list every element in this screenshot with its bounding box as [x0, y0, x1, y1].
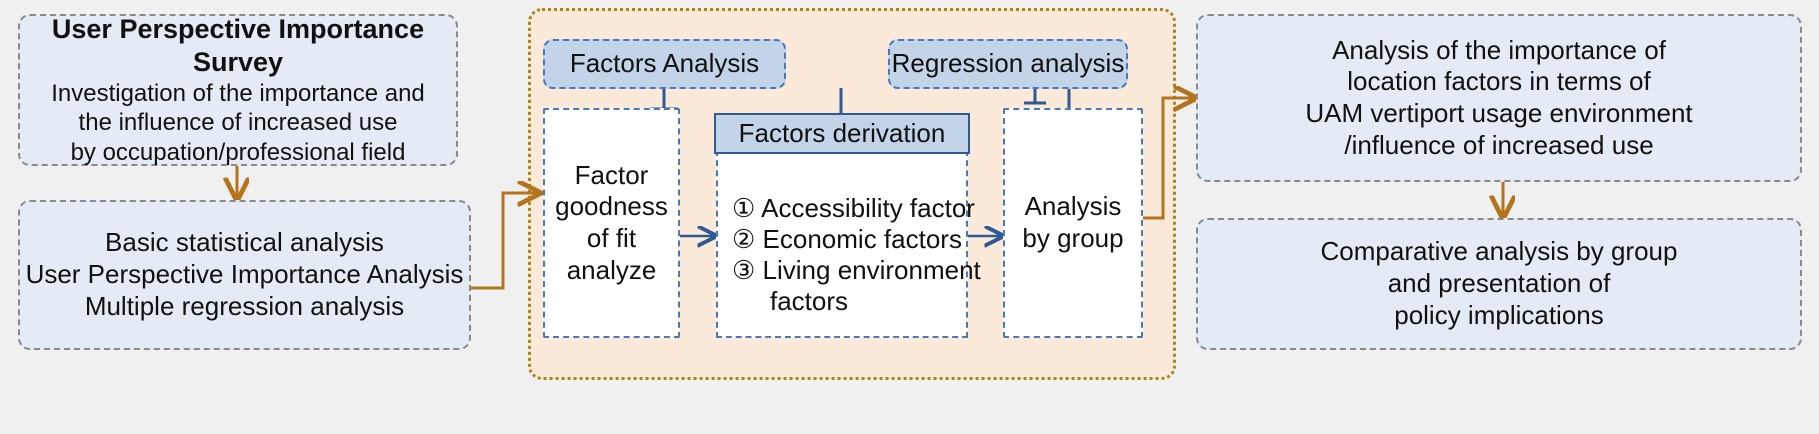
factor-goodness-line-4: analyze [566, 254, 657, 285]
analysis-by-group-box[interactable]: Analysis by group [1003, 108, 1143, 338]
factor-goodness-box[interactable]: Factor goodness of fit analyze [543, 108, 680, 338]
regression-analysis-header[interactable]: Regression analysis [888, 39, 1128, 89]
analysis-by-group-line-2: by group [1022, 223, 1124, 253]
policy-line-3: policy implications [1394, 299, 1604, 330]
factors-derivation-body[interactable]: ① Accessibility factor ② Economic factor… [716, 150, 981, 338]
factor-goodness-line-2: goodness [555, 191, 668, 222]
regression-analysis-header-label: Regression analysis [891, 48, 1125, 79]
factors-analysis-header[interactable]: Factors Analysis [543, 39, 786, 89]
basic-analysis-line-2: User Perspective Importance Analysis [25, 259, 464, 290]
factors-derivation-item-4: factors [770, 286, 849, 316]
factors-derivation-item-1: ① Accessibility factor [732, 193, 975, 223]
survey-box-title: User Perspective Importance Survey [51, 14, 425, 78]
survey-box[interactable]: User Perspective Importance Survey Inves… [18, 14, 458, 166]
importance-line-1: Analysis of the importance of [1332, 34, 1666, 65]
survey-box-line-1: Investigation of the importance and [51, 80, 425, 108]
factors-derivation-header-label: Factors derivation [738, 118, 946, 148]
factor-goodness-line-1: Factor [574, 159, 649, 190]
policy-implications-box[interactable]: Comparative analysis by group and presen… [1196, 218, 1802, 350]
policy-line-1: Comparative analysis by group [1320, 236, 1678, 267]
factors-derivation-item-2: ② Economic factors [732, 224, 962, 254]
importance-line-4: /influence of increased use [1344, 129, 1654, 160]
importance-line-2: location factors in terms of [1347, 66, 1651, 97]
factor-goodness-line-3: of fit [586, 223, 637, 253]
importance-analysis-box[interactable]: Analysis of the importance of location f… [1196, 14, 1802, 182]
basic-analysis-box[interactable]: Basic statistical analysis User Perspect… [18, 200, 471, 350]
factors-derivation-header[interactable]: Factors derivation [714, 113, 970, 154]
basic-analysis-line-1: Basic statistical analysis [105, 227, 384, 258]
factors-analysis-header-label: Factors Analysis [569, 48, 760, 79]
basic-analysis-line-3: Multiple regression analysis [84, 290, 405, 321]
importance-line-3: UAM vertiport usage environment [1305, 98, 1693, 128]
analysis-by-group-line-1: Analysis [1024, 191, 1122, 222]
survey-box-line-2: the influence of increased use [78, 109, 398, 137]
survey-box-line-3: by occupation/professional field [70, 138, 406, 166]
factors-derivation-item-3: ③ Living environment [732, 255, 981, 285]
policy-line-2: and presentation of [1387, 268, 1611, 299]
